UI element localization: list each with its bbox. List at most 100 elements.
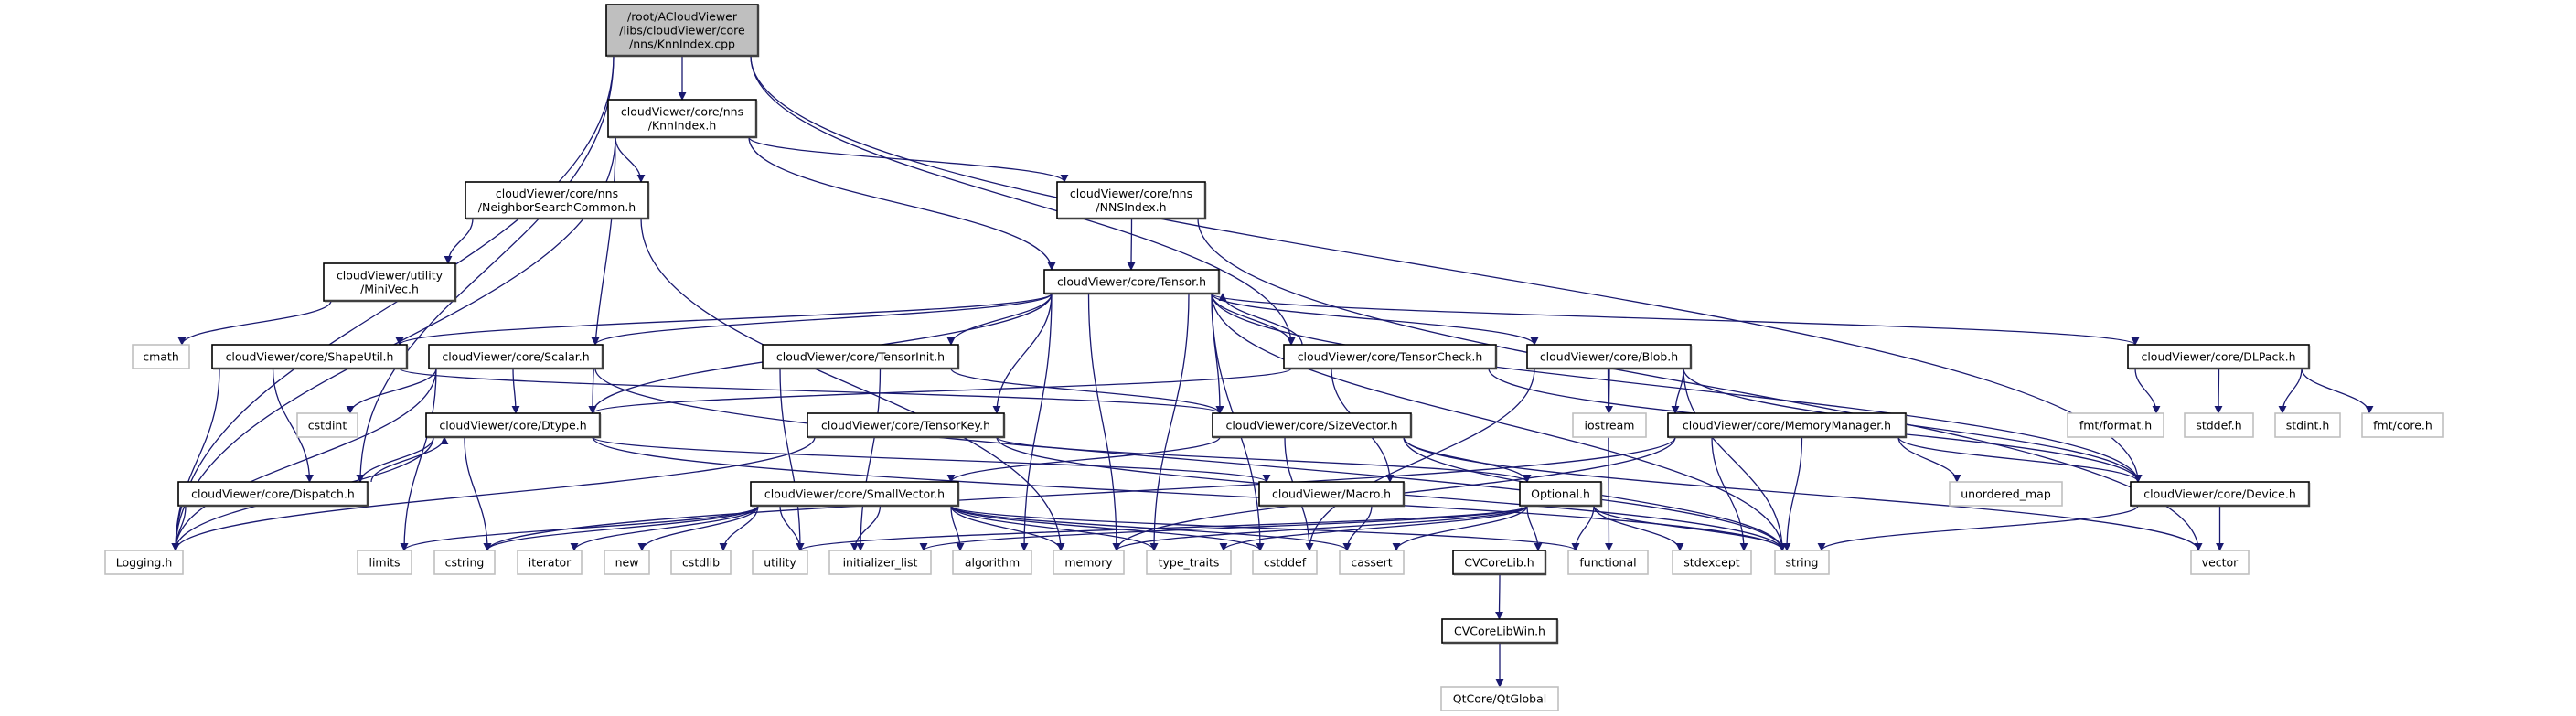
node-tensorcheck[interactable]: cloudViewer/core/TensorCheck.h bbox=[1283, 344, 1498, 370]
node-qtglobal: QtCore/QtGlobal bbox=[1440, 686, 1559, 711]
node-minivec[interactable]: cloudViewer/utility/MiniVec.h bbox=[323, 262, 457, 303]
node-cvcorelibwin[interactable]: CVCoreLibWin.h bbox=[1441, 618, 1559, 645]
node-label: cstdint bbox=[308, 419, 347, 433]
node-root[interactable]: /root/ACloudViewer/libs/cloudViewer/core… bbox=[605, 4, 760, 58]
node-label: cloudViewer/core/Dtype.h bbox=[439, 419, 586, 433]
node-memory: memory bbox=[1053, 550, 1125, 575]
node-scalar[interactable]: cloudViewer/core/Scalar.h bbox=[428, 344, 604, 370]
node-nsc[interactable]: cloudViewer/core/nns/NeighborSearchCommo… bbox=[465, 181, 650, 220]
node-label: utility bbox=[764, 556, 796, 570]
node-tensorkey[interactable]: cloudViewer/core/TensorKey.h bbox=[807, 412, 1006, 439]
node-cstring: cstring bbox=[433, 550, 496, 575]
edge-tensorinit-to-sizevector bbox=[950, 368, 1224, 414]
edge-memmgr-to-cstring bbox=[483, 436, 1676, 551]
edge-cvcorelib-to-cvcorelibwin bbox=[1495, 573, 1504, 620]
node-label: cloudViewer/core/Device.h bbox=[2143, 487, 2296, 501]
node-box bbox=[465, 181, 649, 219]
node-shadow bbox=[1213, 414, 1413, 439]
node-label: functional bbox=[1579, 556, 1636, 570]
node-label: algorithm bbox=[965, 556, 1020, 570]
node-dtype[interactable]: cloudViewer/core/Dtype.h bbox=[425, 412, 602, 439]
node-label: cloudViewer/core/Blob.h bbox=[1540, 350, 1678, 364]
node-algorithm: algorithm bbox=[952, 550, 1032, 575]
node-box bbox=[1572, 412, 1647, 438]
node-stdint: stdint.h bbox=[2274, 412, 2341, 438]
node-dispatch[interactable]: cloudViewer/core/Dispatch.h bbox=[177, 481, 369, 508]
node-nns[interactable]: cloudViewer/core/nns/NNSIndex.h bbox=[1056, 181, 1207, 220]
edge-optional-to-string bbox=[1593, 505, 1787, 551]
edge-tensor-to-sizevector bbox=[1211, 293, 1224, 414]
edge-optional-to-functional bbox=[1571, 505, 1595, 551]
edge-dlpack-to-stddef bbox=[2214, 368, 2223, 414]
node-box bbox=[1043, 269, 1220, 294]
edge-shapeutil-to-logging bbox=[171, 368, 220, 551]
node-optional[interactable]: Optional.h bbox=[1519, 481, 1603, 508]
node-label: Optional.h bbox=[1531, 487, 1590, 501]
node-label: stdexcept bbox=[1683, 556, 1739, 570]
edge-memmgr-to-string bbox=[1782, 436, 1803, 551]
edge-smallvector-to-algorithm bbox=[950, 505, 965, 551]
node-logging: Logging.h bbox=[104, 550, 184, 575]
node-string: string bbox=[1774, 550, 1830, 575]
edge-tensor-to-blob bbox=[1211, 293, 1539, 346]
node-dlpack[interactable]: cloudViewer/core/DLPack.h bbox=[2127, 344, 2311, 370]
node-shadow bbox=[609, 101, 758, 139]
node-label: cloudViewer/core/Scalar.h bbox=[442, 350, 589, 364]
node-macro[interactable]: cloudViewer/Macro.h bbox=[1258, 481, 1406, 508]
edge-root-to-device bbox=[750, 55, 2143, 483]
node-box bbox=[104, 550, 184, 575]
node-label: cloudViewer/Macro.h bbox=[1272, 487, 1391, 501]
edge-scalar-to-dtype bbox=[511, 368, 520, 414]
edge-dtype-to-cstring bbox=[464, 436, 492, 551]
node-label: cloudViewer/core/Dispatch.h bbox=[191, 487, 355, 501]
node-label: memory bbox=[1064, 556, 1113, 570]
edge-tensorcheck-to-tensor bbox=[1218, 293, 1303, 346]
node-label: cloudViewer/core/ShapeUtil.h bbox=[226, 350, 394, 364]
node-box bbox=[604, 550, 650, 575]
edge-memmgr-to-device bbox=[1897, 436, 2143, 483]
edge-optional-to-cassert bbox=[1392, 505, 1528, 551]
node-box bbox=[1567, 550, 1649, 575]
node-label: CVCoreLibWin.h bbox=[1454, 625, 1545, 638]
node-utility: utility bbox=[752, 550, 808, 575]
node-shadow bbox=[325, 264, 457, 303]
edge-tensorkey-to-optional bbox=[996, 436, 1532, 483]
node-box bbox=[2184, 412, 2254, 438]
node-iterator: iterator bbox=[517, 550, 583, 575]
node-shadow bbox=[1285, 346, 1498, 370]
edge-knn-to-nsc bbox=[615, 136, 646, 183]
edge-tensor-to-device bbox=[1211, 293, 2143, 483]
node-box bbox=[1452, 550, 1546, 575]
node-box bbox=[517, 550, 583, 575]
node-tensorinit[interactable]: cloudViewer/core/TensorInit.h bbox=[762, 344, 960, 370]
node-smallvector[interactable]: cloudViewer/core/SmallVector.h bbox=[750, 481, 960, 508]
node-box bbox=[433, 550, 496, 575]
node-box bbox=[1258, 481, 1405, 507]
node-box bbox=[211, 344, 408, 369]
node-label: cstddef bbox=[1264, 556, 1307, 570]
nodes-layer: /root/ACloudViewer/libs/cloudViewer/core… bbox=[104, 4, 2444, 711]
node-box bbox=[1774, 550, 1830, 575]
node-box bbox=[1339, 550, 1405, 575]
node-label: cloudViewer/core/TensorInit.h bbox=[776, 350, 945, 364]
node-fmtformat: fmt/format.h bbox=[2067, 412, 2164, 438]
node-shadow bbox=[1454, 551, 1547, 576]
edge-blob-to-device bbox=[1683, 368, 2143, 483]
node-memmgr[interactable]: cloudViewer/core/MemoryManager.h bbox=[1667, 412, 1908, 439]
node-label: cloudViewer/core/Tensor.h bbox=[1057, 275, 1206, 289]
node-knn[interactable]: cloudViewer/core/nns/KnnIndex.h bbox=[607, 99, 758, 139]
node-cvcorelib[interactable]: CVCoreLib.h bbox=[1452, 550, 1547, 576]
node-tensor[interactable]: cloudViewer/core/Tensor.h bbox=[1043, 269, 1221, 295]
node-label: cloudViewer/core/SmallVector.h bbox=[764, 487, 945, 501]
node-blob[interactable]: cloudViewer/core/Blob.h bbox=[1526, 344, 1693, 370]
node-shadow bbox=[2132, 483, 2311, 508]
node-box bbox=[1672, 550, 1752, 575]
node-device[interactable]: cloudViewer/core/Device.h bbox=[2130, 481, 2311, 508]
node-box bbox=[1053, 550, 1125, 575]
edge-nsc-to-memory bbox=[640, 218, 1065, 551]
node-sizevector[interactable]: cloudViewer/core/SizeVector.h bbox=[1212, 412, 1413, 439]
edge-optional-to-initializer_list bbox=[919, 505, 1528, 551]
node-shadow bbox=[752, 483, 960, 508]
edge-shapeutil-to-dispatch bbox=[272, 368, 314, 483]
node-shapeutil[interactable]: cloudViewer/core/ShapeUtil.h bbox=[211, 344, 409, 370]
